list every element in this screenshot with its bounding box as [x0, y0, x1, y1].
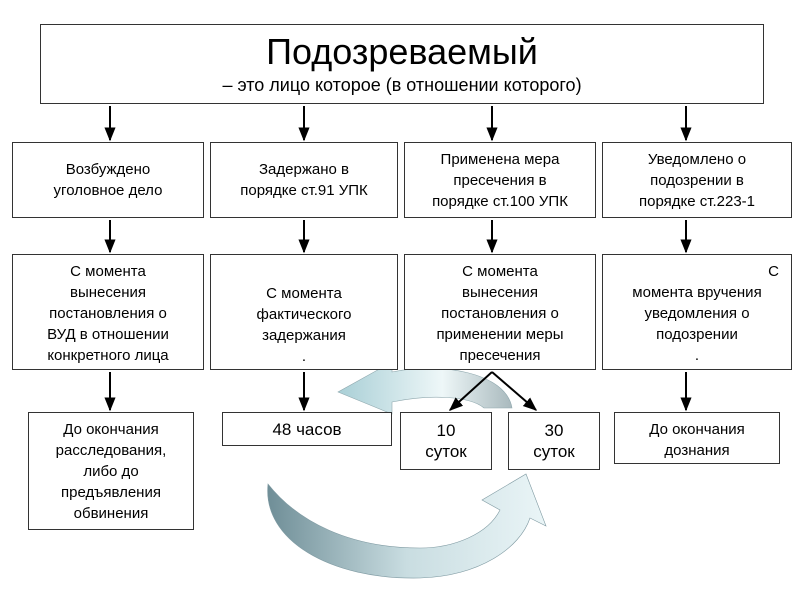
- term-box-10-days: 10 суток: [400, 412, 492, 470]
- arrow-moment-3-to-30-days: [491, 371, 538, 411]
- diagram-subtitle: – это лицо которое (в отношении которого…: [222, 75, 582, 95]
- condition-line: Задержано в: [259, 161, 349, 178]
- lower-curved-arrow: [267, 473, 547, 579]
- term-line: либо до: [83, 463, 139, 480]
- condition-box-4: Уведомлено о подозрении в порядке ст.223…: [602, 142, 792, 218]
- term-line: дознания: [664, 442, 730, 459]
- moment-line: момента вручения: [632, 284, 762, 301]
- condition-line: Возбуждено: [65, 161, 151, 178]
- condition-line: порядке ст.223-1: [639, 192, 755, 210]
- condition-box-2: Задержано в порядке ст.91 УПК: [210, 142, 398, 218]
- term-box-48-hours: 48 часов: [222, 412, 392, 446]
- term-line: суток: [425, 442, 467, 461]
- moment-line: уведомления о: [644, 305, 750, 322]
- moment-line: С: [768, 263, 779, 280]
- moment-line: .: [694, 347, 700, 364]
- term-line: 48 часов: [272, 419, 342, 439]
- moment-box-4: С момента вручения уведомления о подозре…: [602, 254, 792, 370]
- moment-line: ВУД в отношении: [47, 326, 169, 343]
- moment-line: конкретного лица: [47, 347, 169, 364]
- moment-box-3: С момента вынесения постановления о прим…: [404, 254, 596, 370]
- condition-line: порядке ст.91 УПК: [240, 182, 368, 199]
- moment-line: вынесения: [461, 284, 538, 301]
- arrow-moment-3-to-10-days: [448, 371, 493, 411]
- term-line: До окончания: [649, 421, 745, 438]
- moment-line: подозрении: [656, 326, 738, 343]
- moment-line: С момента: [462, 263, 538, 280]
- moment-line: .: [301, 348, 307, 365]
- moment-line: задержания: [262, 327, 346, 344]
- diagram-title: Подозреваемый: [266, 31, 538, 72]
- condition-line: уголовное дело: [53, 182, 163, 199]
- moment-line: пресечения: [459, 347, 541, 364]
- term-line: суток: [533, 442, 575, 461]
- condition-line: подозрении в: [650, 171, 744, 189]
- term-box-inquiry: До окончания дознания: [614, 412, 780, 464]
- term-line: расследования,: [55, 442, 167, 459]
- term-line: 10: [436, 421, 456, 440]
- condition-line: пресечения в: [453, 171, 547, 189]
- term-box-30-days: 30 суток: [508, 412, 600, 470]
- condition-box-3: Применена мера пресечения в порядке ст.1…: [404, 142, 596, 218]
- moment-line: фактического: [256, 306, 352, 323]
- moment-box-2: С момента фактического задержания .: [210, 254, 398, 370]
- moment-line: С момента: [70, 263, 146, 280]
- condition-line: Применена мера: [440, 150, 560, 168]
- moment-line: постановления о: [49, 305, 167, 322]
- title-box: Подозреваемый – это лицо которое (в отно…: [40, 24, 764, 104]
- term-line: До окончания: [63, 421, 159, 438]
- moment-line: С момента: [266, 285, 342, 302]
- moment-line: вынесения: [69, 284, 146, 301]
- condition-line: Уведомлено о: [647, 150, 747, 168]
- condition-line: порядке ст.100 УПК: [432, 192, 568, 210]
- term-line: предъявления: [61, 484, 161, 501]
- moment-line: постановления о: [441, 305, 559, 322]
- term-line: обвинения: [73, 505, 149, 522]
- term-line: 30: [544, 421, 564, 440]
- condition-box-1: Возбуждено уголовное дело: [12, 142, 204, 218]
- term-box-investigation: До окончания расследования, либо до пред…: [28, 412, 194, 530]
- moment-box-1: С момента вынесения постановления о ВУД …: [12, 254, 204, 370]
- moment-line: применении меры: [436, 326, 564, 343]
